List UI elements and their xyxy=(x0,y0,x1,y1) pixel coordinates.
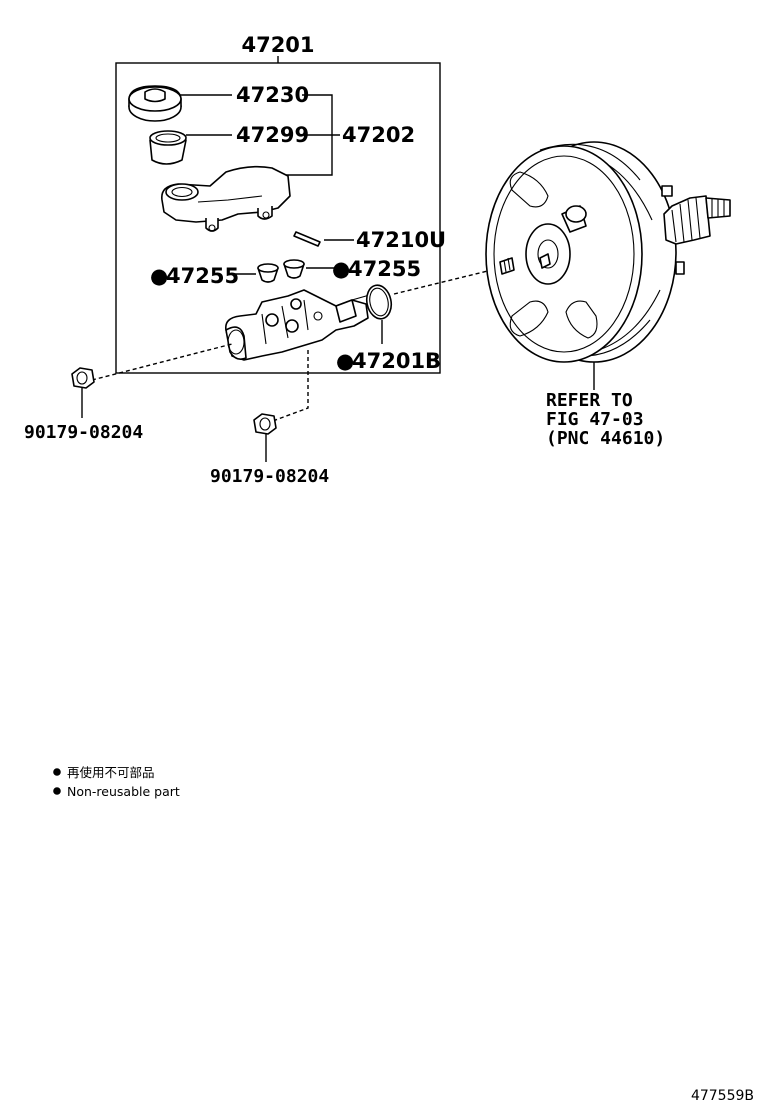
booster-reference-line2: FIG 47-03 xyxy=(546,409,644,430)
legend-japanese: 再使用不可部品 xyxy=(67,765,155,780)
grommet-left xyxy=(257,263,279,283)
nut-bottom xyxy=(253,413,277,435)
grommet-right xyxy=(283,259,305,279)
grommet-right-part-number: 47255 xyxy=(348,257,421,281)
nut-left-part-number: 90179-08204 xyxy=(24,422,143,443)
nut-bottom-assembly-line xyxy=(269,350,309,423)
legend: 再使用不可部品 Non-reusable part xyxy=(53,765,180,799)
reservoir-tank xyxy=(161,165,291,232)
reservoir-cap xyxy=(128,85,182,122)
legend-bullet-en xyxy=(53,787,61,795)
booster-reference-line3: (PNC 44610) xyxy=(546,428,665,449)
grommet-left-marker: ● xyxy=(150,264,168,288)
cap-part-number: 47230 xyxy=(236,83,309,107)
o-ring-inner xyxy=(369,287,389,317)
grommet-right-marker: ● xyxy=(332,257,350,281)
pin xyxy=(293,231,321,247)
figure-id: 477559B xyxy=(691,1088,754,1104)
o-ring-part-number: 47201B xyxy=(352,349,441,373)
booster-assembly-line xyxy=(393,265,509,295)
brake-booster xyxy=(485,141,731,363)
master-cylinder xyxy=(224,289,381,361)
pin-part-number: 47210U xyxy=(356,228,446,252)
reservoir-set-part-number: 47202 xyxy=(342,123,415,147)
nut-bottom-part-number: 90179-08204 xyxy=(210,466,329,487)
group-label: 47201 xyxy=(241,33,314,57)
strainer-part-number: 47299 xyxy=(236,123,309,147)
legend-english: Non-reusable part xyxy=(67,784,180,799)
nut-left-assembly-line xyxy=(91,343,233,381)
nut-left xyxy=(71,367,95,389)
grommet-left-part-number: 47255 xyxy=(166,264,239,288)
o-ring-marker: ● xyxy=(336,349,354,373)
legend-bullet-jp xyxy=(53,768,61,776)
group-box xyxy=(115,62,441,374)
booster-reference-line1: REFER TO xyxy=(546,390,633,411)
reservoir-strainer xyxy=(149,130,187,165)
